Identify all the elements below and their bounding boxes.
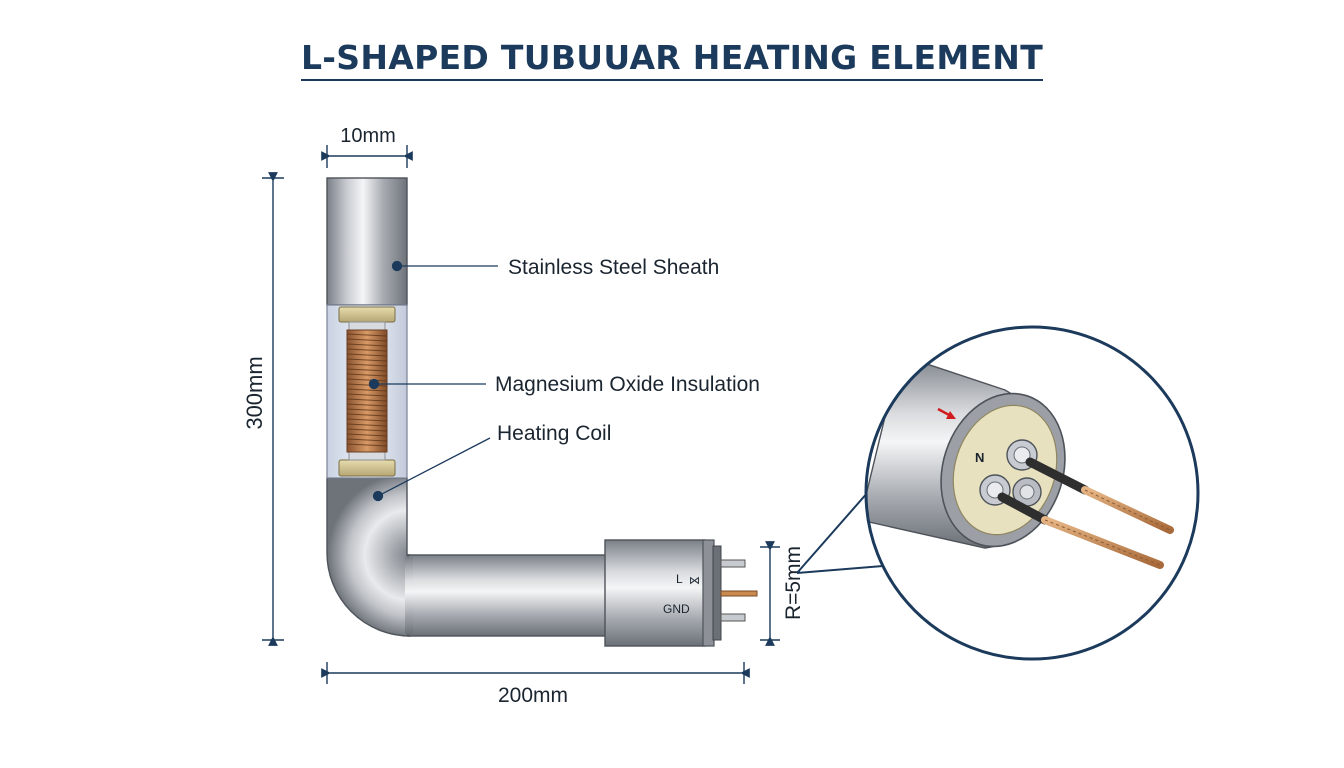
horizontal-sheath bbox=[407, 554, 609, 637]
label-sheath: Stainless Steel Sheath bbox=[508, 256, 719, 279]
title-text: L-SHAPED TUBUUAR HEATING ELEMENT bbox=[300, 38, 1044, 81]
bottom-ceramic-cap bbox=[338, 459, 396, 477]
dim-diameter-label: 10mm bbox=[340, 125, 396, 147]
pin-bottom bbox=[720, 613, 746, 622]
tube-bend bbox=[326, 477, 411, 637]
dim-height-label: 300mm bbox=[242, 356, 267, 429]
pin-copper bbox=[720, 590, 758, 597]
dim-radius-label: R=5mm bbox=[782, 546, 805, 620]
terminal-label-l: L bbox=[676, 572, 683, 586]
detail-label-n: N bbox=[975, 450, 984, 465]
upper-sheath bbox=[326, 177, 408, 306]
diagram-title: L-SHAPED TUBUUAR HEATING ELEMENT bbox=[0, 38, 1344, 81]
dim-length-label: 200mm bbox=[498, 684, 568, 707]
terminal-label-gnd: GND bbox=[663, 602, 690, 616]
label-coil: Heating Coil bbox=[497, 422, 611, 445]
label-insulation: Magnesium Oxide Insulation bbox=[495, 373, 760, 396]
callout-leaders bbox=[368, 260, 498, 502]
detail-magnifier-border bbox=[864, 325, 1200, 661]
terminal-mark-icon: ⋈ bbox=[689, 575, 700, 587]
detail-red-arrow-icon bbox=[937, 407, 956, 419]
coil-windings bbox=[346, 333, 388, 447]
detail-magnifier: N bbox=[864, 325, 1200, 661]
insulation-marker bbox=[368, 378, 380, 390]
sheath-marker bbox=[391, 260, 403, 272]
dimension-lines bbox=[262, 145, 780, 684]
terminal-housing bbox=[604, 539, 706, 647]
top-ceramic-cap bbox=[338, 306, 396, 323]
l-shaped-tube: L ⋈ GND bbox=[326, 177, 758, 647]
coil-marker bbox=[372, 490, 384, 502]
detail-wire-upper bbox=[1025, 457, 1174, 534]
detail-wire-lower bbox=[997, 492, 1164, 569]
pin-top bbox=[720, 559, 746, 568]
